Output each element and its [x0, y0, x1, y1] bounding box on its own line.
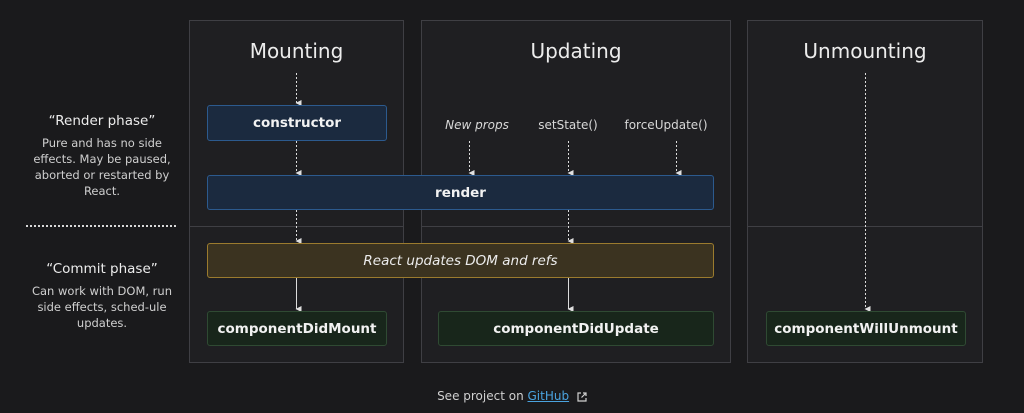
render-label: render [435, 184, 486, 201]
updating-title: Updating [530, 39, 622, 63]
component-did-mount-label: componentDidMount [217, 320, 377, 337]
react-updates-dom-label: React updates DOM and refs [363, 252, 558, 269]
phase-separator [26, 225, 176, 227]
set-state-label: setState() [538, 118, 598, 132]
render-phase-info: “Render phase” Pure and has no side effe… [28, 113, 176, 199]
component-did-mount-box: componentDidMount [207, 311, 387, 346]
constructor-label: constructor [252, 115, 342, 131]
render-box: render [207, 175, 714, 210]
commit-phase-info: “Commit phase” Can work with DOM, run si… [28, 261, 176, 331]
component-will-unmount-label: componentWillUnmount [774, 320, 958, 337]
github-link[interactable]: GitHub [527, 389, 570, 403]
new-props-label: New props [445, 118, 509, 132]
render-phase-description: Pure and has no side effects. May be pau… [33, 136, 171, 198]
force-update-label: forceUpdate() [624, 118, 708, 132]
render-phase-heading: “Render phase” [48, 113, 156, 129]
phase-divider-updating [422, 226, 730, 227]
footer: See project on GitHub [0, 389, 1024, 405]
component-did-update-box: componentDidUpdate [438, 311, 714, 346]
footer-prefix: See project on [437, 389, 524, 403]
component-did-update-label: componentDidUpdate [493, 320, 659, 337]
commit-phase-description: Can work with DOM, run side effects, sch… [31, 284, 172, 330]
unmounting-title: Unmounting [803, 39, 927, 63]
external-link-icon [577, 391, 587, 405]
component-will-unmount-box: componentWillUnmount [766, 311, 966, 346]
commit-phase-heading: “Commit phase” [46, 261, 158, 277]
react-updates-dom-box: React updates DOM and refs [207, 243, 714, 278]
constructor-box: constructor [207, 105, 387, 141]
mounting-title: Mounting [249, 39, 344, 63]
